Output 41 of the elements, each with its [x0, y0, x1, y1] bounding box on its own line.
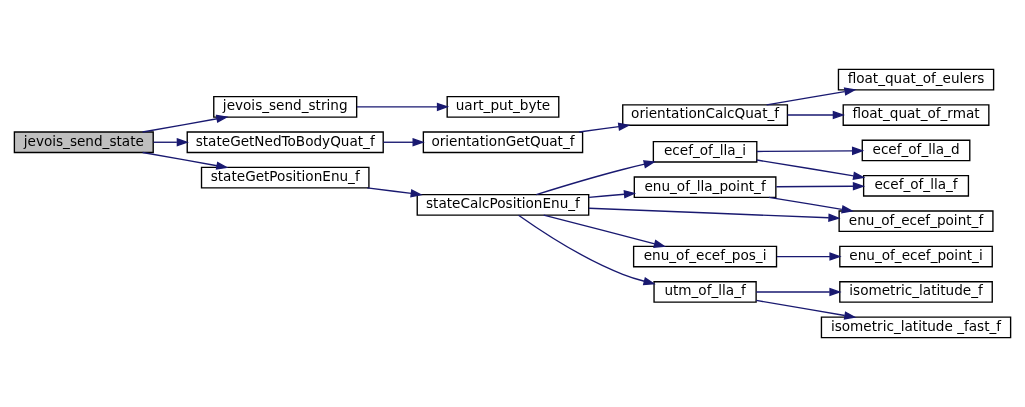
- arrow: [141, 114, 229, 133]
- node-box: enu_of_ecef_point_f: [838, 210, 994, 233]
- node-box: orientationCalcQuat_f: [622, 104, 789, 126]
- node-box: stateGetNedToBodyQuat_f: [186, 131, 384, 154]
- arrow: [588, 207, 841, 223]
- node-box: utm_of_lla_f: [653, 281, 757, 303]
- node-box: stateCalcPositionEnu_f: [416, 193, 590, 216]
- arrow: [517, 214, 656, 286]
- node-box: enu_of_lla_point_f: [633, 176, 777, 199]
- node-box: jevois_send_string: [213, 95, 358, 118]
- node-box: jevois_send_state: [13, 131, 154, 154]
- arrow: [382, 137, 425, 147]
- node-box: uart_put_byte: [446, 95, 560, 118]
- arrow: [141, 151, 229, 170]
- arrow: [755, 299, 857, 320]
- node-box: float_quat_of_eulers: [837, 68, 995, 91]
- arrow: [356, 102, 450, 112]
- arrow: [152, 137, 189, 147]
- arrow: [786, 110, 845, 120]
- arrow: [366, 187, 423, 198]
- arrow: [755, 287, 842, 297]
- node-box: ecef_of_lla_f: [862, 174, 970, 197]
- arrow: [768, 196, 854, 214]
- node-box: isometric_latitude _fast_f: [820, 316, 1012, 339]
- arrow: [776, 252, 842, 261]
- node-box: ecef_of_lla_i: [652, 140, 758, 163]
- node-box: float_quat_of_rmat: [842, 104, 990, 126]
- node-box: stateGetPositionEnu_f: [200, 166, 370, 189]
- node-box: enu_of_ecef_point_i: [839, 245, 993, 268]
- arrow: [543, 214, 667, 248]
- arrow: [588, 189, 637, 199]
- arrow: [535, 160, 656, 196]
- arrow: [775, 181, 866, 191]
- arrow: [766, 87, 857, 106]
- node-box: isometric_latitude_f: [839, 281, 993, 303]
- arrow: [578, 122, 631, 133]
- node-box: enu_of_ecef_pos_i: [632, 245, 778, 268]
- arrow: [756, 146, 865, 156]
- node-box: ecef_of_lla_d: [861, 139, 971, 162]
- arrow: [756, 159, 866, 180]
- node-box: orientationGetQuat_f: [422, 131, 584, 154]
